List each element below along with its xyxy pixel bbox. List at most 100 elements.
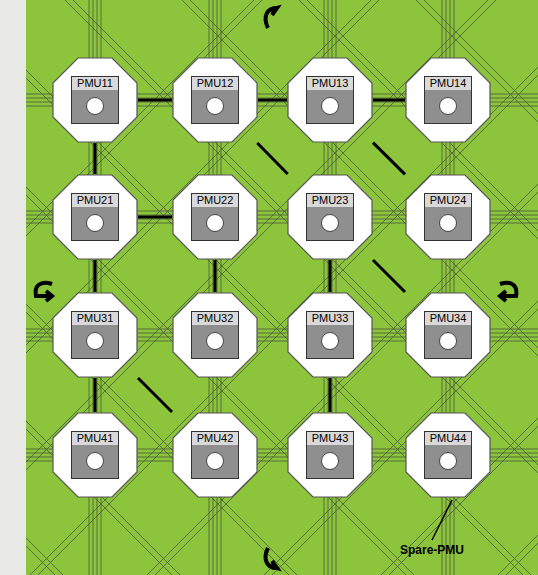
grid-track xyxy=(26,0,538,228)
bus-connector xyxy=(373,260,405,292)
bus-connector xyxy=(138,217,172,218)
bus-connector xyxy=(330,260,331,292)
pmu-label: PMU12 xyxy=(192,77,238,90)
pmu-module: PMU42 xyxy=(172,412,258,498)
pmu-module: PMU13 xyxy=(287,57,373,143)
pmu-label: PMU34 xyxy=(425,312,471,325)
pmu-label: PMU21 xyxy=(72,194,118,207)
chip-hole xyxy=(206,452,224,470)
grid-track xyxy=(26,70,538,575)
octagon-shape xyxy=(406,413,490,497)
grid-track xyxy=(26,0,538,470)
grid-track xyxy=(26,0,538,575)
pmu-module: PMU23 xyxy=(287,174,373,260)
grid-track xyxy=(26,429,538,575)
octagon-shape xyxy=(53,58,137,142)
wrap-arrow xyxy=(270,8,277,15)
octagon-shape xyxy=(288,293,372,377)
chip-hole xyxy=(321,214,339,232)
pmu-module: PMU14 xyxy=(405,57,491,143)
grid-track xyxy=(26,312,538,575)
board-ground xyxy=(26,0,538,575)
chip-hole xyxy=(439,452,457,470)
wrap-arrow xyxy=(266,548,276,568)
chip-hole xyxy=(206,97,224,115)
chip-hole xyxy=(439,332,457,350)
grid-track xyxy=(26,78,538,575)
pmu-label: PMU14 xyxy=(425,77,471,90)
grid-track xyxy=(26,0,538,236)
pmu-chip: PMU34 xyxy=(424,311,472,359)
pmu-module: PMU12 xyxy=(172,57,258,143)
pmu-module: PMU44 xyxy=(405,412,491,498)
wrap-arrows xyxy=(36,8,517,568)
pmu-chip: PMU23 xyxy=(306,193,354,241)
grid-track xyxy=(26,0,538,561)
pmu-chip: PMU24 xyxy=(424,193,472,241)
pmu-module: PMU43 xyxy=(287,412,373,498)
octagon-shape xyxy=(173,175,257,259)
octagon-shape xyxy=(173,413,257,497)
pmu-module: PMU34 xyxy=(405,292,491,378)
grid-track xyxy=(26,221,538,575)
pmu-label: PMU22 xyxy=(192,194,238,207)
grid-track xyxy=(26,0,538,444)
chip-hole xyxy=(86,452,104,470)
grid-track xyxy=(26,421,538,575)
octagon-shape xyxy=(53,175,137,259)
grid-track xyxy=(26,572,538,575)
bus-connector xyxy=(215,260,216,292)
grid-track xyxy=(26,564,538,575)
pmu-chip: PMU14 xyxy=(424,76,472,124)
pmu-chip: PMU13 xyxy=(306,76,354,124)
pmu-label: PMU43 xyxy=(307,432,353,445)
pmu-chip: PMU32 xyxy=(191,311,239,359)
grid-track xyxy=(26,538,538,575)
pmu-label: PMU13 xyxy=(307,77,353,90)
chip-hole xyxy=(321,97,339,115)
bus-connector xyxy=(138,100,172,101)
octagon-shape xyxy=(53,413,137,497)
bus-connector xyxy=(95,143,96,174)
pmu-chip: PMU43 xyxy=(306,431,354,479)
grid-track xyxy=(26,0,538,327)
pmu-label: PMU42 xyxy=(192,432,238,445)
pmu-label: PMU23 xyxy=(307,194,353,207)
pmu-chip: PMU12 xyxy=(191,76,239,124)
pmu-label: PMU24 xyxy=(425,194,471,207)
callout-label: Spare-PMU xyxy=(400,543,464,557)
pmu-module: PMU33 xyxy=(287,292,373,378)
bus-connector xyxy=(258,100,287,101)
octagon-shape xyxy=(406,293,490,377)
chip-hole xyxy=(206,214,224,232)
chip-hole xyxy=(321,332,339,350)
pmu-module: PMU22 xyxy=(172,174,258,260)
pmu-module: PMU11 xyxy=(52,57,138,143)
octagon-shape xyxy=(173,58,257,142)
pmu-module: PMU31 xyxy=(52,292,138,378)
wrap-arrow xyxy=(46,291,52,301)
chip-hole xyxy=(439,214,457,232)
octagon-shape xyxy=(288,58,372,142)
grid-track xyxy=(26,304,538,575)
pmu-module: PMU21 xyxy=(52,174,138,260)
pmu-label: PMU11 xyxy=(72,77,118,90)
octagon-shape xyxy=(406,58,490,142)
pmu-chip: PMU44 xyxy=(424,431,472,479)
leader-line xyxy=(432,500,452,540)
pmu-chip: PMU42 xyxy=(191,431,239,479)
wrap-arrow xyxy=(270,561,277,568)
pmu-chip: PMU31 xyxy=(71,311,119,359)
chip-hole xyxy=(439,97,457,115)
chip-hole xyxy=(86,97,104,115)
chip-hole xyxy=(321,452,339,470)
pmu-chip: PMU11 xyxy=(71,76,119,124)
octagon-shape xyxy=(288,175,372,259)
chip-hole xyxy=(86,332,104,350)
octagon-shape xyxy=(173,293,257,377)
grid-track xyxy=(26,213,538,575)
bus-connector xyxy=(373,143,405,175)
grid-tracks xyxy=(26,0,538,575)
pmu-module: PMU24 xyxy=(405,174,491,260)
